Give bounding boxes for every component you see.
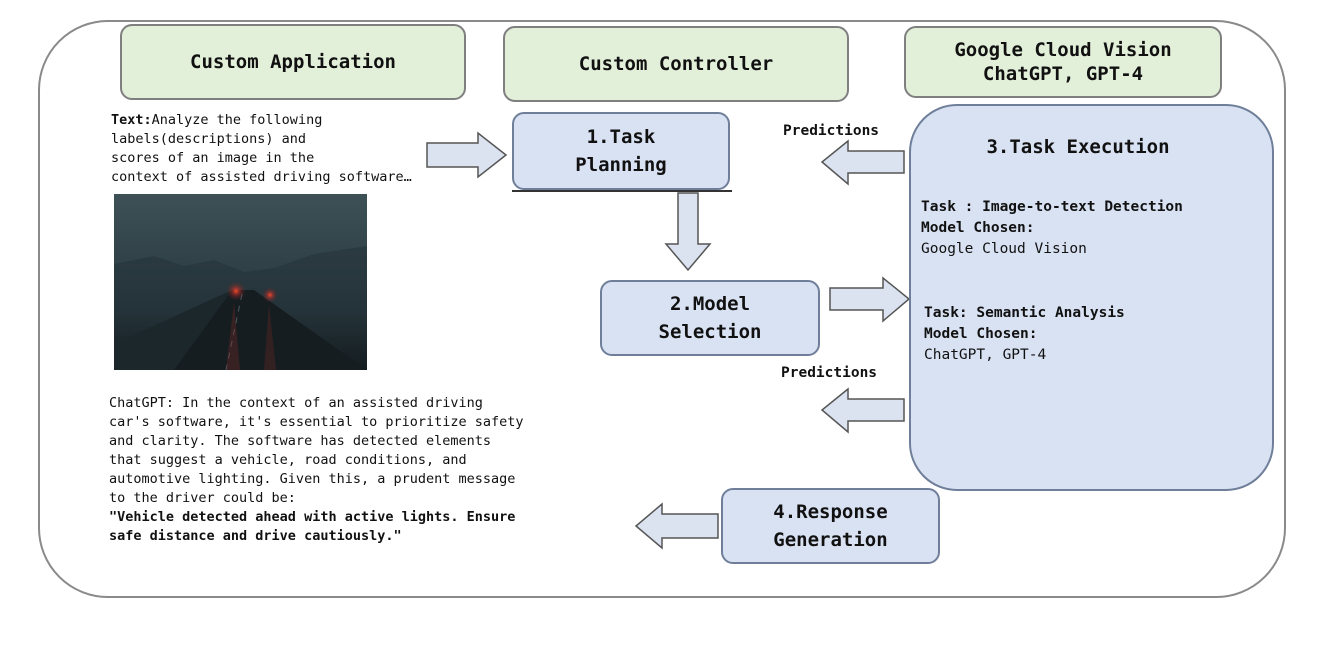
task-execution-title: 3.Task Execution bbox=[986, 136, 1170, 158]
model-selection-line2: Selection bbox=[658, 321, 762, 343]
arrow-to-execution bbox=[829, 276, 911, 323]
execution-task-2-name: Task: Semantic Analysis bbox=[924, 305, 1125, 321]
input-prefix: Text: bbox=[111, 112, 152, 128]
execution-task-2-model: ChatGPT, GPT-4 bbox=[924, 347, 1047, 363]
task-planning-step: 1.Task Planning bbox=[512, 112, 730, 190]
execution-task-1-model: Google Cloud Vision bbox=[921, 241, 1087, 257]
foggy-road-photo-icon bbox=[114, 194, 367, 370]
output-quote-line-1: safe distance and drive cautiously." bbox=[109, 528, 402, 544]
execution-task-1-model-label: Model Chosen: bbox=[921, 220, 1035, 236]
foggy-road-image bbox=[114, 194, 367, 370]
response-generation-step: 4.Response Generation bbox=[721, 488, 940, 564]
predictions-label-top: Predictions bbox=[783, 123, 880, 139]
header-custom-application: Custom Application bbox=[120, 24, 466, 100]
execution-task-1: Task : Image-to-text Detection Model Cho… bbox=[921, 197, 1266, 260]
system-boundary bbox=[38, 20, 1286, 598]
response-generation-line1: 4.Response bbox=[773, 501, 888, 523]
output-line-3: that suggest a vehicle, road conditions,… bbox=[109, 452, 467, 468]
input-line-3: context of assisted driving software… bbox=[111, 169, 412, 185]
execution-task-2: Task: Semantic Analysis Model Chosen: Ch… bbox=[924, 303, 1269, 366]
output-text-block: ChatGPT: In the context of an assisted d… bbox=[109, 394, 629, 546]
task-execution-panel bbox=[909, 104, 1274, 491]
header-models-line1: Google Cloud Vision bbox=[954, 39, 1172, 61]
header-models-line2: ChatGPT, GPT-4 bbox=[982, 63, 1144, 85]
response-generation-line2: Generation bbox=[773, 529, 888, 551]
planning-underline bbox=[512, 190, 732, 192]
task-planning-line2: Planning bbox=[575, 154, 667, 176]
execution-task-2-model-label: Model Chosen: bbox=[924, 326, 1038, 342]
output-line-0: ChatGPT: In the context of an assisted d… bbox=[109, 395, 483, 411]
arrow-to-selection bbox=[664, 192, 712, 272]
header-models: Google Cloud Vision ChatGPT, GPT-4 bbox=[904, 26, 1222, 98]
model-selection-line1: 2.Model bbox=[669, 293, 751, 315]
output-line-2: and clarity. The software has detected e… bbox=[109, 433, 492, 449]
output-line-4: automotive lighting. Given this, a prude… bbox=[109, 471, 516, 487]
output-line-1: car's software, it's essential to priori… bbox=[109, 414, 524, 430]
output-line-5: to the driver could be: bbox=[109, 490, 296, 506]
task-planning-line1: 1.Task bbox=[586, 126, 656, 148]
input-line-0: Analyze the following bbox=[151, 112, 323, 128]
input-line-1: labels(descriptions) and bbox=[111, 131, 307, 147]
arrow-predictions-bottom bbox=[820, 387, 905, 434]
header-custom-controller: Custom Controller bbox=[503, 26, 849, 102]
arrow-predictions-top bbox=[820, 139, 905, 186]
model-selection-step: 2.Model Selection bbox=[600, 280, 820, 356]
arrow-to-output bbox=[634, 502, 719, 550]
header-custom-controller-label: Custom Controller bbox=[578, 53, 774, 75]
output-quote-line-0: "Vehicle detected ahead with active ligh… bbox=[109, 509, 516, 525]
execution-task-1-name: Task : Image-to-text Detection bbox=[921, 199, 1183, 215]
predictions-label-bottom: Predictions bbox=[781, 365, 878, 381]
input-line-2: scores of an image in the bbox=[111, 150, 315, 166]
input-text-block: Text:Analyze the following labels(descri… bbox=[111, 111, 491, 187]
arrow-to-planning bbox=[426, 131, 508, 179]
header-custom-application-label: Custom Application bbox=[190, 51, 396, 73]
